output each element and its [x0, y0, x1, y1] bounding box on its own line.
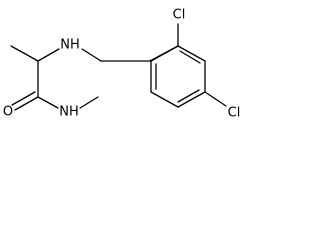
ring-bond-6	[150, 45, 179, 62]
amide-nh-label: NH	[59, 105, 79, 120]
bond-alpha-amine-n	[37, 48, 60, 62]
ring-bond-3	[177, 91, 206, 108]
bond-ring-chlorine-para	[204, 91, 227, 107]
carbonyl-oxygen-label: O	[3, 105, 13, 120]
ring-bond-1	[177, 45, 206, 62]
chlorine-para-label: Cl	[228, 106, 241, 121]
bond-carbonyl-amide-n	[37, 96, 59, 109]
bond-amide-n-methyl	[79, 96, 99, 109]
chlorine-ortho-label: Cl	[173, 8, 186, 23]
amine-nh-label: NH	[60, 38, 80, 53]
bond-methyl-alpha	[10, 45, 39, 62]
ring-double-bond-2	[177, 89, 200, 103]
ring-double-bond-1	[179, 50, 201, 64]
bond-amine-n-ch2	[81, 48, 102, 62]
chemical-structure: NH Cl Cl O NH	[3, 8, 241, 121]
ring-bond-4	[150, 91, 179, 108]
bond-carbonyl-oxygen-double	[11, 91, 36, 106]
bond-carbonyl-oxygen	[14, 96, 39, 111]
